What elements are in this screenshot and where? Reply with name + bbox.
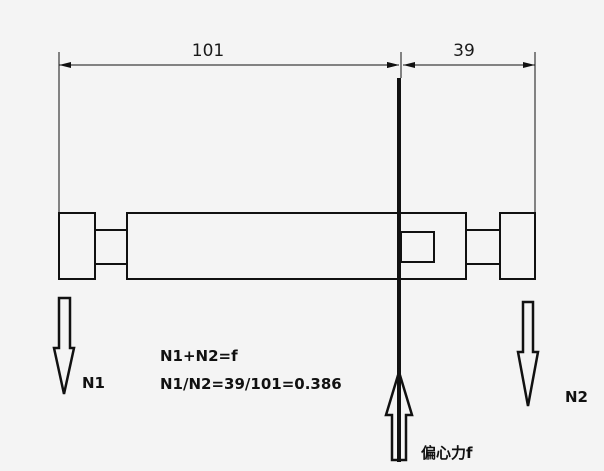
- force-arrow-up-icon: [384, 367, 414, 462]
- left-end-block: [58, 212, 96, 280]
- n2-arrow-down-icon: [516, 300, 540, 407]
- equation-sum: N1+N2=f: [160, 347, 238, 365]
- main-body: [126, 212, 467, 280]
- equation-ratio: N1/N2=39/101=0.386: [160, 375, 342, 393]
- dimension-left: [59, 62, 399, 68]
- shaft: [58, 212, 536, 280]
- right-end-block: [499, 212, 536, 280]
- n1-arrow-down-icon: [52, 296, 76, 395]
- dimension-right: [403, 62, 535, 68]
- label-eccentric-force: 偏心力f: [421, 444, 473, 462]
- label-n1: N1: [82, 374, 105, 392]
- dimension-right-value: 39: [453, 41, 475, 61]
- dimension-left-value: 101: [192, 41, 224, 61]
- label-n2: N2: [565, 388, 588, 406]
- right-neck: [465, 229, 501, 265]
- left-neck: [94, 229, 128, 265]
- slot: [400, 231, 435, 263]
